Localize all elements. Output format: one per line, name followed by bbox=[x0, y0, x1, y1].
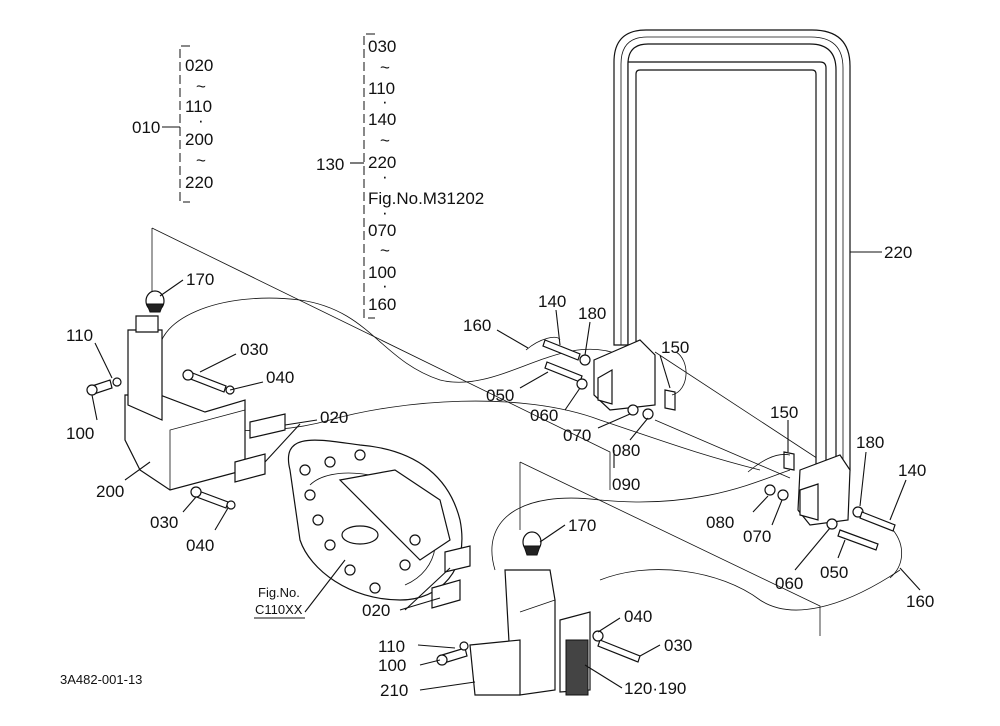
clutch-housing bbox=[287, 439, 463, 601]
housing-bolt-holes bbox=[299, 449, 421, 594]
callout-140: 140 bbox=[538, 292, 566, 311]
group-130-item: 140 bbox=[368, 110, 396, 129]
group-010-item: · bbox=[198, 111, 204, 130]
group-130-item: 110 bbox=[368, 79, 395, 98]
lower-fasteners bbox=[436, 630, 641, 666]
group-010-item: 220 bbox=[185, 173, 213, 192]
callout-170: 170 bbox=[568, 516, 596, 535]
callout-200: 200 bbox=[96, 482, 124, 501]
callout-050: 050 bbox=[820, 563, 848, 582]
figure-code: 3A482-001-13 bbox=[60, 672, 142, 687]
callout-180: 180 bbox=[856, 433, 884, 452]
callout-070: 070 bbox=[743, 527, 771, 546]
group-010: 010 020 ~ 110 · 200 ~ 220 bbox=[132, 45, 213, 203]
callout-080: 080 bbox=[706, 513, 734, 532]
group-010-label: 010 bbox=[132, 118, 160, 137]
callout-040: 040 bbox=[624, 607, 652, 626]
callout-150: 150 bbox=[661, 338, 689, 357]
leader-lines bbox=[91, 251, 921, 691]
group-010-item: 020 bbox=[185, 56, 213, 75]
callout-070: 070 bbox=[563, 426, 591, 445]
callout-210: 210 bbox=[380, 681, 408, 700]
left-bracket bbox=[124, 290, 246, 491]
callout-050: 050 bbox=[486, 386, 514, 405]
upper-pin-assembly bbox=[525, 336, 687, 420]
group-010-item: 200 bbox=[185, 130, 213, 149]
ref-figure-line1: Fig.No. bbox=[258, 585, 300, 600]
callout-110: 110 bbox=[66, 326, 93, 345]
callout-220: 220 bbox=[884, 243, 912, 262]
callout-150: 150 bbox=[770, 403, 798, 422]
reference-figure: Fig.No. C110XX bbox=[254, 585, 305, 619]
group-130-item: ~ bbox=[380, 131, 390, 150]
callouts: 170 110 100 030 040 020 200 030 040 160 … bbox=[66, 243, 934, 700]
callout-160: 160 bbox=[463, 316, 491, 335]
group-130-item: 070 bbox=[368, 221, 396, 240]
group-130-item: 160 bbox=[368, 295, 396, 314]
group-130-item: 220 bbox=[368, 153, 396, 172]
callout-020: 020 bbox=[320, 408, 348, 427]
callout-100: 100 bbox=[66, 424, 94, 443]
callout-060: 060 bbox=[530, 406, 558, 425]
callout-120-190: 120·190 bbox=[624, 679, 686, 698]
group-130-item: · bbox=[382, 276, 388, 295]
group-130-item: ~ bbox=[380, 58, 390, 77]
callout-140: 140 bbox=[898, 461, 926, 480]
group-010-item: 110 bbox=[185, 97, 212, 116]
shim-plate bbox=[565, 639, 589, 696]
callout-030: 030 bbox=[664, 636, 692, 655]
left-fasteners bbox=[86, 369, 236, 510]
assembly-guide-lines bbox=[151, 227, 901, 636]
spacers-right bbox=[431, 545, 471, 609]
group-130-item: ~ bbox=[380, 241, 390, 260]
group-130-item: · bbox=[382, 203, 388, 222]
group-130-item: · bbox=[382, 92, 388, 111]
callout-030: 030 bbox=[150, 513, 178, 532]
callout-180: 180 bbox=[578, 304, 606, 323]
group-010-item: ~ bbox=[196, 77, 206, 96]
callout-160: 160 bbox=[906, 592, 934, 611]
ref-figure-line2: C110XX bbox=[255, 602, 303, 617]
group-130-item: · bbox=[382, 167, 388, 186]
group-130: 130 030 ~ 110 · 140 ~ 220 · Fig.No.M3120… bbox=[316, 33, 484, 319]
lower-pin-assembly bbox=[747, 451, 903, 579]
callout-030: 030 bbox=[240, 340, 268, 359]
group-130-item: Fig.No.M31202 bbox=[368, 189, 484, 208]
group-010-item: ~ bbox=[196, 151, 206, 170]
callout-090: 090 bbox=[612, 475, 640, 494]
callout-060: 060 bbox=[775, 574, 803, 593]
callout-170: 170 bbox=[186, 270, 214, 289]
callout-080: 080 bbox=[612, 441, 640, 460]
callout-040: 040 bbox=[266, 368, 294, 387]
spacers-left bbox=[234, 413, 286, 483]
callout-100: 100 bbox=[378, 656, 406, 675]
group-130-item: 030 bbox=[368, 37, 396, 56]
group-130-item: 100 bbox=[368, 263, 396, 282]
callout-020: 020 bbox=[362, 601, 390, 620]
group-130-label: 130 bbox=[316, 155, 344, 174]
callout-040: 040 bbox=[186, 536, 214, 555]
callout-110: 110 bbox=[378, 637, 405, 656]
